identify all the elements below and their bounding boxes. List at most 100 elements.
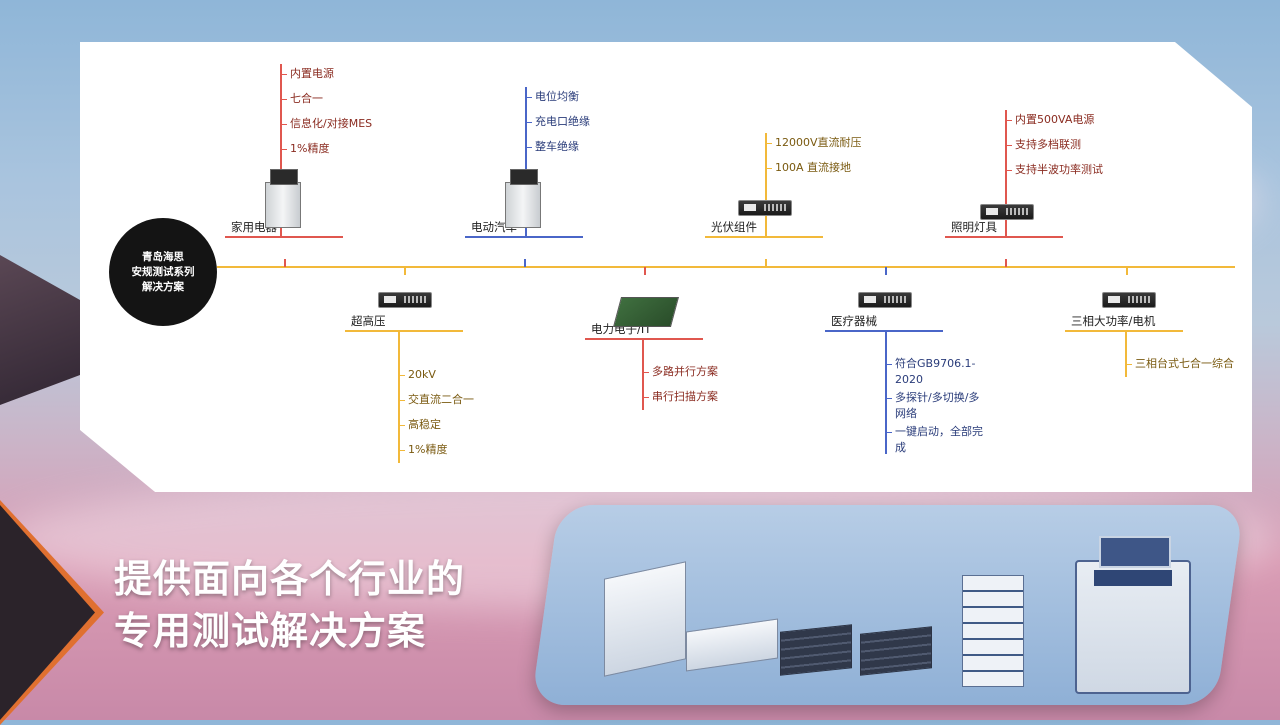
feature-item: 支持多档联测 [1015,138,1081,151]
timeline-tick [1005,259,1007,267]
product-rack-image [962,575,1024,687]
feature-item: 整车绝缘 [535,140,579,153]
category-label: 光伏组件 [711,220,757,234]
feature-item: 信息化/对接MES [290,117,373,130]
item-tick [525,147,532,148]
feature-item: 交直流二合一 [408,393,474,406]
feature-item: 一键启动，全部完成 [895,425,983,454]
tester-device-image [980,204,1034,220]
category-underline [345,330,463,332]
feature-item: 1%精度 [290,142,330,155]
timeline-tick [1126,267,1128,275]
feature-item: 内置500VA电源 [1015,113,1095,126]
cabinet-screen [1099,536,1171,568]
feature-item: 符合GB9706.1-2020 [895,357,976,386]
product-image [780,624,852,676]
feature-item: 1%精度 [408,443,448,456]
cabinet-device-image [265,169,301,228]
product-cabinet-image [1075,536,1191,694]
item-tick [398,400,405,401]
item-tick [280,149,287,150]
category-underline [585,338,703,340]
tester-device-image [378,292,432,308]
items-branch-line [765,133,767,236]
device-panel [884,296,906,303]
feature-item: 七合一 [290,92,323,105]
item-tick [280,74,287,75]
category-underline [1065,330,1183,332]
feature-item: 20kV [408,368,436,381]
item-tick [885,432,892,433]
category-underline [225,236,343,238]
product-image [860,626,932,676]
category-label: 三相大功率/电机 [1071,314,1156,328]
item-tick [280,124,287,125]
item-tick [398,425,405,426]
timeline-tick [284,259,286,267]
timeline-tick [524,259,526,267]
feature-item: 多探针/多切换/多网络 [895,391,980,420]
item-tick [398,450,405,451]
category-label: 照明灯具 [951,220,997,234]
feature-item: 电位均衡 [535,90,579,103]
items-branch-line [1125,330,1127,377]
item-tick [1005,170,1012,171]
device-screen [1108,296,1120,303]
category-label: 医疗器械 [831,314,877,328]
feature-item: 支持半波功率测试 [1015,163,1103,176]
headline-line: 提供面向各个行业的 [114,557,466,601]
device-screen [864,296,876,303]
headline: 提供面向各个行业的 专用测试解决方案 [114,553,465,657]
device-panel [1128,296,1150,303]
feature-item: 高稳定 [408,418,441,431]
center-line: 安规测试系列 [131,265,195,278]
item-tick [642,397,649,398]
device-monitor [510,169,538,185]
feature-item: 内置电源 [290,67,334,80]
item-tick [885,364,892,365]
items-branch-line [885,330,887,454]
item-tick [642,372,649,373]
feature-item: 三相台式七合一综合 [1135,357,1234,370]
center-line: 解决方案 [142,280,184,293]
items-branch-line [1005,110,1007,236]
tester-device-image [1102,292,1156,308]
item-tick [525,97,532,98]
items-branch-line [642,338,644,410]
item-tick [1005,120,1012,121]
feature-item: 充电口绝缘 [535,115,590,128]
timeline-tick [404,267,406,275]
item-tick [525,122,532,123]
item-tick [1125,364,1132,365]
device-panel [1006,208,1028,215]
item-tick [765,143,772,144]
category-label: 超高压 [351,314,386,328]
device-screen [384,296,396,303]
ev-tester-image [505,169,541,228]
center-circle: 青岛海思 安规测试系列 解决方案 [109,218,217,326]
device-panel [764,204,786,211]
category-underline [945,236,1063,238]
feature-item: 100A 直流接地 [775,161,852,174]
tester-device-image [858,292,912,308]
feature-item: 12000V直流耐压 [775,136,862,149]
power-board-image [612,297,680,327]
device-screen [744,204,756,211]
headline-line: 专用测试解决方案 [114,609,427,653]
cabinet-label [1093,570,1173,586]
items-branch-line [525,87,527,236]
product-stack-image [604,561,686,677]
feature-item: 串行扫描方案 [652,390,718,403]
timeline-tick [885,267,887,275]
timeline-tick [644,267,646,275]
items-branch-line [398,330,400,463]
item-tick [280,99,287,100]
device-monitor [270,169,298,185]
device-screen [986,208,998,215]
timeline-tick [765,259,767,267]
item-tick [398,375,405,376]
category-underline [825,330,943,332]
category-underline [465,236,583,238]
center-line: 青岛海思 [142,250,184,263]
timeline-axis [217,266,1235,268]
